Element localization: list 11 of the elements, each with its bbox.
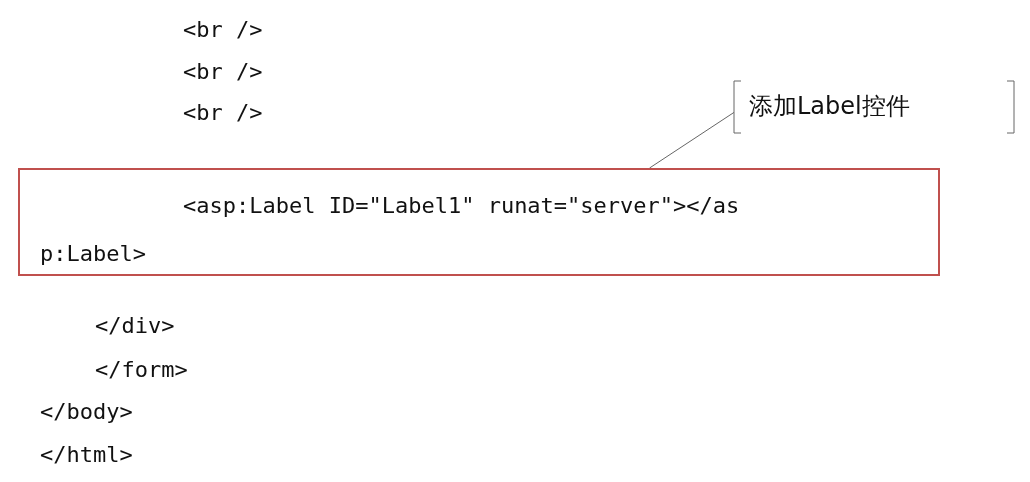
code-line: </html>: [40, 441, 133, 469]
code-line: </body>: [40, 398, 133, 426]
callout-text: 添加Label控件: [749, 91, 910, 122]
highlight-box: [18, 168, 940, 276]
leader-line: [649, 111, 735, 169]
code-line: <br />: [183, 99, 263, 127]
code-line: <br />: [183, 16, 263, 44]
code-line: </div>: [95, 312, 175, 340]
code-line: <br />: [183, 58, 263, 86]
code-line: </form>: [95, 356, 188, 384]
code-text: <asp:Label ID="Label1" runat="server"></asp:Label>: [40, 192, 741, 268]
